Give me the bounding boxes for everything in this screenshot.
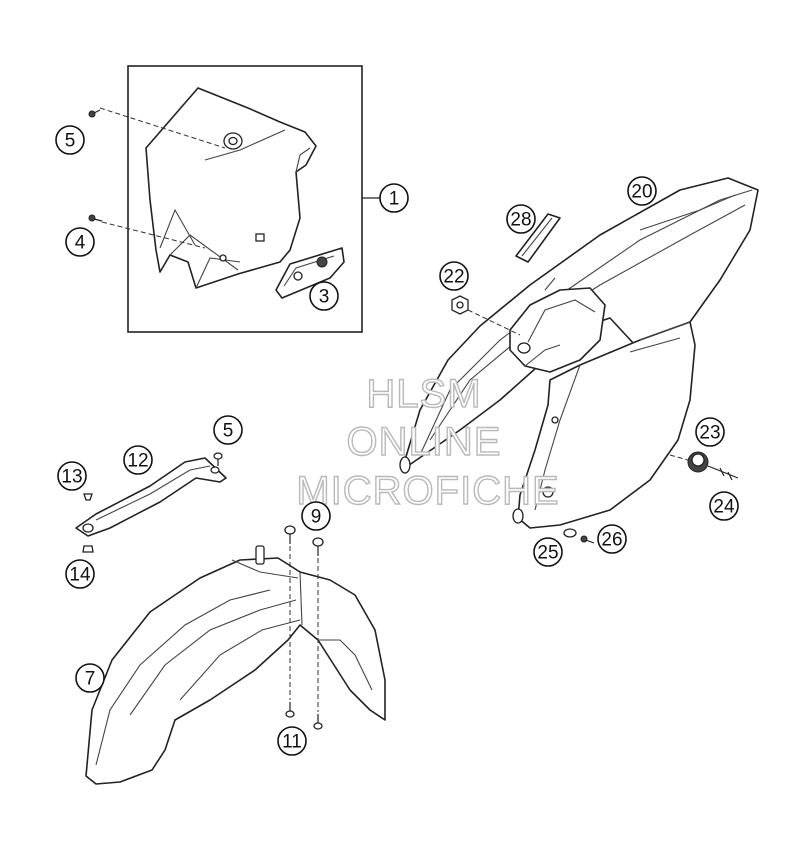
callout-label: 11 (282, 732, 302, 753)
brace-screw-5[interactable] (213, 452, 223, 466)
callout-5a: 5 (55, 125, 85, 155)
fender-nut-22-line (467, 309, 521, 336)
callout-circle (439, 261, 469, 291)
front-fender-bolt-9b[interactable] (312, 537, 324, 556)
callout-11: 11 (277, 726, 307, 756)
front-fender-bolt-9a[interactable] (284, 525, 296, 544)
front-fender-screw-11a[interactable] (285, 702, 295, 718)
callout-circle (75, 663, 105, 693)
callout-circle (379, 183, 409, 213)
watermark-line-3: MICROFICHE (296, 469, 559, 513)
side-panel-part[interactable] (512, 321, 696, 529)
callout-circle (123, 445, 153, 475)
callout-23: 23 (695, 417, 725, 447)
fender-nut-22[interactable] (451, 295, 469, 315)
callout-7: 7 (75, 663, 105, 693)
callout-24: 24 (709, 491, 739, 521)
callout-circle (695, 417, 725, 447)
mask-decal-part[interactable] (275, 247, 345, 299)
callout-3: 3 (309, 281, 339, 311)
callout-circle (597, 524, 627, 554)
callout-label: 4 (75, 233, 86, 254)
callout-26: 26 (597, 524, 627, 554)
callout-circle (709, 491, 739, 521)
callout-20: 20 (627, 176, 657, 206)
callout-label: 5 (223, 421, 234, 442)
mask-screw-lower-line (101, 221, 206, 249)
airbox-cover-part[interactable] (509, 287, 606, 373)
watermark-line-2: ONLINE (347, 420, 502, 464)
callout-label: 28 (510, 210, 531, 231)
mask-screw-upper-line (99, 107, 226, 149)
callout-circle (65, 227, 95, 257)
mask-screw-upper[interactable] (88, 109, 101, 118)
callout-label: 20 (631, 182, 652, 203)
callout-circle (506, 204, 536, 234)
callout-circle (55, 125, 85, 155)
side-panel-screw-26[interactable] (580, 535, 595, 544)
grommet-line (669, 454, 689, 461)
callout-1: 1 (379, 183, 409, 213)
callout-9: 9 (301, 501, 331, 531)
side-panel-bolt-24[interactable] (707, 465, 739, 481)
side-panel-grommet-23[interactable] (687, 451, 709, 473)
callout-4: 4 (65, 227, 95, 257)
front-fender-part[interactable] (85, 545, 386, 785)
callout-label: 7 (85, 669, 96, 690)
headlight-mask-part[interactable] (145, 87, 317, 289)
callout-14: 14 (65, 559, 95, 589)
callout-circle (533, 537, 563, 567)
callout-22: 22 (439, 261, 469, 291)
callout-circle (301, 501, 331, 531)
callout-circle (277, 726, 307, 756)
callout-label: 12 (127, 451, 148, 472)
callout-13: 13 (57, 461, 87, 491)
callout-circle (213, 415, 243, 445)
brace-nut-14[interactable] (82, 545, 94, 553)
callout-label: 26 (601, 530, 622, 551)
callout-circle (65, 559, 95, 589)
callout-label: 23 (699, 423, 720, 444)
callout-label: 13 (61, 467, 82, 488)
callout-circle (627, 176, 657, 206)
mask-screw-lower[interactable] (88, 214, 103, 222)
front-fender-screw-11b[interactable] (313, 714, 323, 730)
callout-label: 1 (389, 189, 400, 210)
watermark-line-1: HLSM (366, 372, 481, 416)
callout-circle (309, 281, 339, 311)
callout-28: 28 (506, 204, 536, 234)
callout-label: 22 (443, 267, 464, 288)
callout-label: 14 (69, 565, 91, 586)
brace-screw-13[interactable] (83, 493, 93, 501)
callout-25: 25 (533, 537, 563, 567)
fender-brace-part[interactable] (75, 457, 227, 537)
headlight-mask-group-box (127, 65, 363, 333)
callout-label: 9 (311, 507, 322, 528)
callout-label: 5 (65, 131, 76, 152)
callout-label: 24 (713, 497, 735, 518)
callout-circle (57, 461, 87, 491)
side-panel-washer-25[interactable] (563, 528, 577, 538)
callout-label: 25 (537, 543, 558, 564)
callout-12: 12 (123, 445, 153, 475)
callout-5b: 5 (213, 415, 243, 445)
fender-decal-part[interactable] (515, 213, 561, 263)
callout-label: 3 (319, 287, 330, 308)
